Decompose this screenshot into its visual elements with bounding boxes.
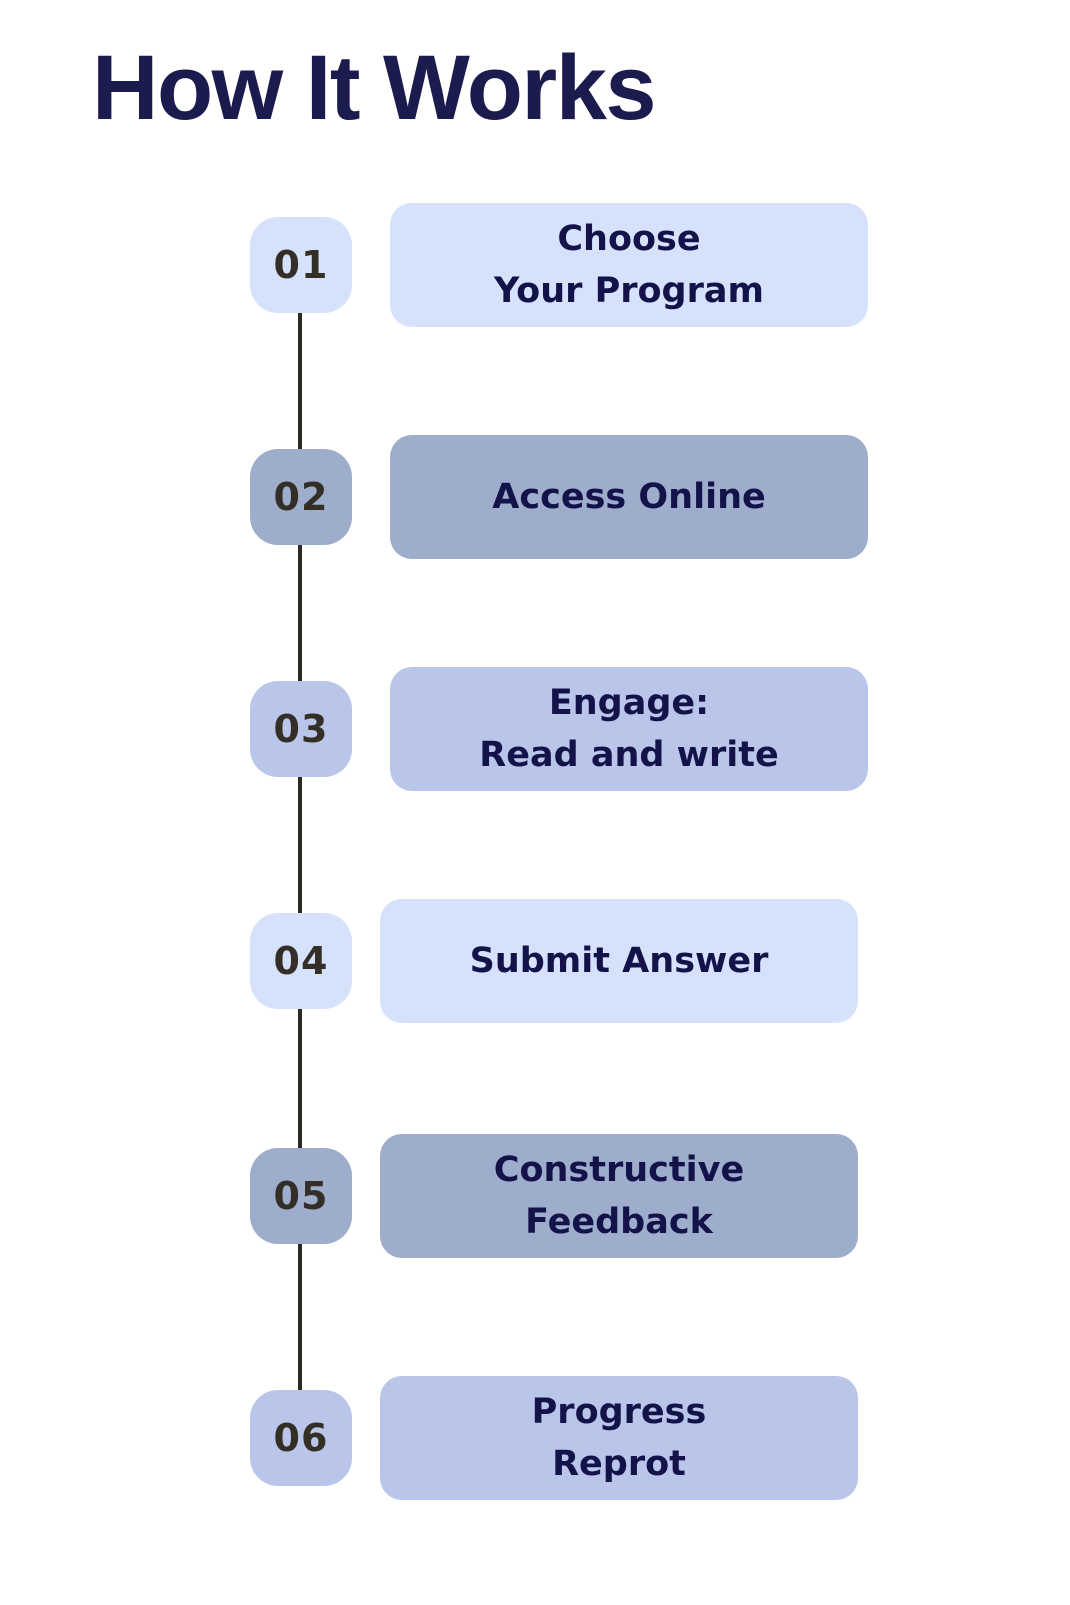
step-label-line: Constructive bbox=[493, 1149, 745, 1190]
step-number: 01 bbox=[273, 243, 329, 287]
step-label: Submit Answer bbox=[470, 935, 769, 988]
step-number-chip: 05 bbox=[250, 1148, 352, 1244]
step-label-line: Choose bbox=[557, 218, 701, 259]
step-number: 06 bbox=[273, 1416, 329, 1460]
step-label: Access Online bbox=[492, 471, 766, 524]
step-label-line: Access Online bbox=[492, 476, 766, 517]
step-number-chip: 06 bbox=[250, 1390, 352, 1486]
step-label-line: Feedback bbox=[525, 1202, 713, 1242]
step-number: 04 bbox=[273, 939, 329, 983]
step-number-chip: 01 bbox=[250, 217, 352, 313]
step-number-chip: 03 bbox=[250, 681, 352, 777]
step-card: Access Online bbox=[390, 435, 868, 559]
step-card: Engage: Read and write bbox=[390, 667, 868, 791]
step-label-line: Read and write bbox=[479, 735, 779, 775]
step-number: 02 bbox=[273, 475, 329, 519]
timeline-connector-line bbox=[298, 265, 302, 1438]
page-title: How It Works bbox=[92, 37, 657, 139]
step-number-chip: 04 bbox=[250, 913, 352, 1009]
step-number-chip: 02 bbox=[250, 449, 352, 545]
step-label-line: Progress bbox=[531, 1391, 707, 1432]
step-number: 03 bbox=[273, 707, 329, 751]
step-label: Engage: Read and write bbox=[479, 677, 778, 782]
step-label-line: Submit Answer bbox=[469, 940, 769, 981]
step-label-line: Your Program bbox=[494, 271, 764, 311]
step-label-line: Engage: bbox=[548, 682, 710, 723]
step-card: Submit Answer bbox=[380, 899, 858, 1023]
step-number: 05 bbox=[273, 1174, 329, 1218]
step-label-line: Reprot bbox=[552, 1444, 686, 1484]
